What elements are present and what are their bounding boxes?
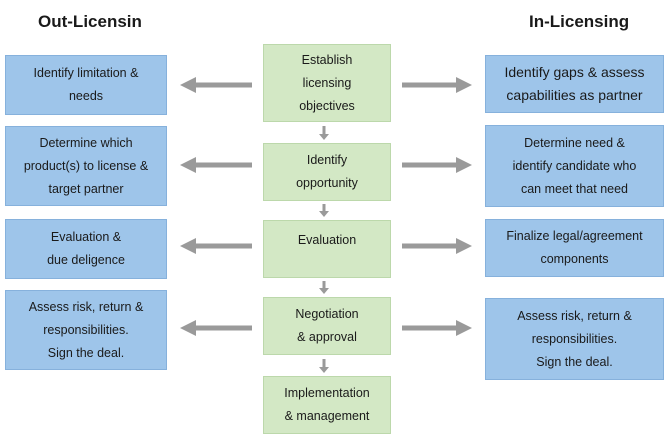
center-step-negotiation: Negotiation & approval (263, 297, 391, 355)
in-licensing-step-candidate: Determine need & identify candidate who ca… (485, 125, 664, 207)
out-licensing-step-evaluation: Evaluation & due deligence (5, 219, 167, 279)
right-arrow-4 (402, 320, 472, 336)
in-licensing-step-gaps: Identify gaps & assess capabilities as pa… (485, 55, 664, 113)
box-text-line: Evaluation & (50, 230, 122, 244)
center-step-implementation: Implementation & management (263, 376, 391, 434)
box-text-line: objectives (299, 98, 355, 113)
left-arrow-3 (180, 238, 252, 254)
box-text-line: Determine which (39, 135, 133, 150)
left-arrow-2 (180, 157, 252, 173)
left-arrow-4 (180, 320, 252, 336)
center-step-opportunity: Identify opportunity (263, 143, 391, 201)
right-arrow-2 (402, 157, 472, 173)
box-text-line: & management (284, 409, 370, 423)
box-text-line: opportunity (296, 176, 358, 190)
right-arrow-3 (402, 238, 472, 254)
down-arrow-3 (319, 281, 329, 294)
in-licensing-step-deal: Assess risk, return & responsibilities. Si… (485, 298, 664, 380)
box-text-line: responsibilities. (531, 331, 618, 346)
box-text-line: Sign the deal. (536, 354, 613, 369)
out-licensing-step-product: Determine which product(s) to license & ta… (5, 126, 167, 206)
box-text-line: target partner (48, 181, 124, 196)
box-text-line: components (540, 252, 609, 266)
out-licensing-step-deal: Assess risk, return & responsibilities. Si… (5, 290, 167, 370)
center-step-objectives: Establish licensing objectives (263, 44, 391, 122)
center-step-evaluation: Evaluation (263, 220, 391, 278)
in-licensing-heading: In-Licensing (529, 12, 630, 31)
box-text-line: Negotiation (295, 307, 359, 321)
right-arrow-1 (402, 77, 472, 93)
down-arrow-2 (319, 204, 329, 217)
box-text-line: Determine need & (524, 135, 625, 150)
box-text-line: due deligence (47, 253, 125, 267)
box-text-line: Evaluation (297, 233, 357, 247)
out-licensing-heading: Out-Licensin (38, 12, 142, 31)
box-text-line: needs (68, 89, 104, 103)
box-text-line: Sign the deal. (47, 345, 125, 360)
down-arrow-1 (319, 126, 329, 140)
box-text-line: can meet that need (520, 181, 629, 196)
box-text-line: Assess risk, return & (517, 308, 632, 323)
box-text-line: Establish (301, 52, 353, 67)
out-licensing-step-limitation: Identify limitation & needs (5, 55, 167, 115)
box-text-line: Identify (306, 153, 348, 167)
box-text-line: capabilities as partner (506, 87, 643, 103)
box-text-line: product(s) to license & (23, 158, 149, 173)
in-licensing-step-legal: Finalize legal/agreement components (485, 219, 664, 277)
box-text-line: Implementation (284, 386, 370, 400)
box-text-line: Identify gaps & assess (504, 64, 645, 80)
box-text-line: Finalize legal/agreement (506, 229, 643, 243)
down-arrow-4 (319, 359, 329, 373)
box-text-line: & approval (297, 330, 357, 344)
box-text-line: Assess risk, return & (28, 299, 144, 314)
box-text-line: identify candidate who (512, 158, 637, 173)
box-text-line: responsibilities. (43, 322, 129, 337)
left-arrow-1 (180, 77, 252, 93)
box-text-line: licensing (302, 75, 352, 90)
box-text-line: Identify limitation & (33, 66, 139, 80)
